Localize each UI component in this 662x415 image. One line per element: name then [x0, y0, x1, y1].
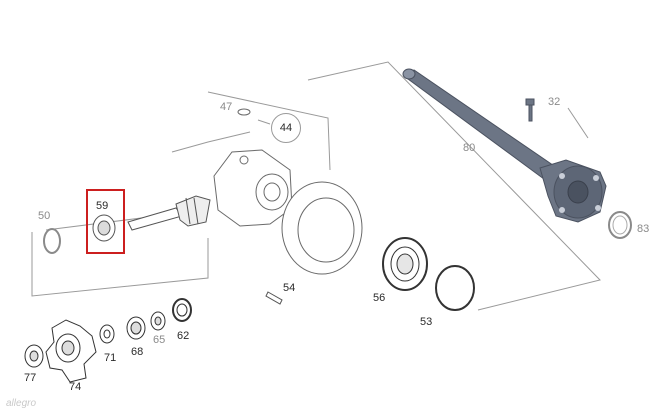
pinion-shaft	[127, 195, 211, 231]
axle-shaft-part-80	[402, 68, 607, 223]
pin-part-54	[265, 291, 283, 305]
seal-part-53	[435, 265, 475, 311]
callout-44-label: 44	[279, 122, 293, 134]
washer-part-47	[237, 108, 251, 116]
callout-50[interactable]: 50	[38, 210, 51, 222]
grouping-lines	[31, 61, 601, 311]
callout-77[interactable]: 77	[24, 372, 37, 384]
bearing-part-56	[382, 237, 428, 291]
callout-74[interactable]: 74	[69, 381, 82, 393]
bolt-part-32	[525, 98, 535, 122]
highlight-box-59	[86, 189, 125, 254]
callout-59[interactable]: 59	[96, 200, 109, 212]
callout-53[interactable]: 53	[420, 316, 433, 328]
ring-part-50	[43, 228, 61, 254]
callout-44[interactable]: 44	[271, 113, 301, 143]
bearing-part-65	[150, 311, 166, 331]
callout-62[interactable]: 62	[177, 330, 190, 342]
watermark: allegro	[6, 398, 37, 409]
callout-80[interactable]: 80	[463, 142, 476, 154]
callout-65[interactable]: 65	[153, 334, 166, 346]
differential-housing-part-44	[213, 149, 293, 227]
ring-part-83	[608, 211, 632, 239]
callout-68[interactable]: 68	[131, 346, 144, 358]
callout-32[interactable]: 32	[548, 96, 561, 108]
callout-47[interactable]: 47	[220, 101, 233, 113]
callout-71[interactable]: 71	[104, 352, 117, 364]
nut-part-77	[24, 344, 44, 368]
seal-part-62	[172, 298, 192, 322]
callout-56[interactable]: 56	[373, 292, 386, 304]
bearing-part-59	[92, 214, 116, 242]
cover-disc	[281, 181, 363, 275]
callout-83[interactable]: 83	[637, 223, 650, 235]
bearing-part-68	[126, 316, 146, 340]
callout-54[interactable]: 54	[283, 282, 296, 294]
flange-part-74	[45, 319, 97, 383]
washer-part-71	[99, 324, 115, 344]
